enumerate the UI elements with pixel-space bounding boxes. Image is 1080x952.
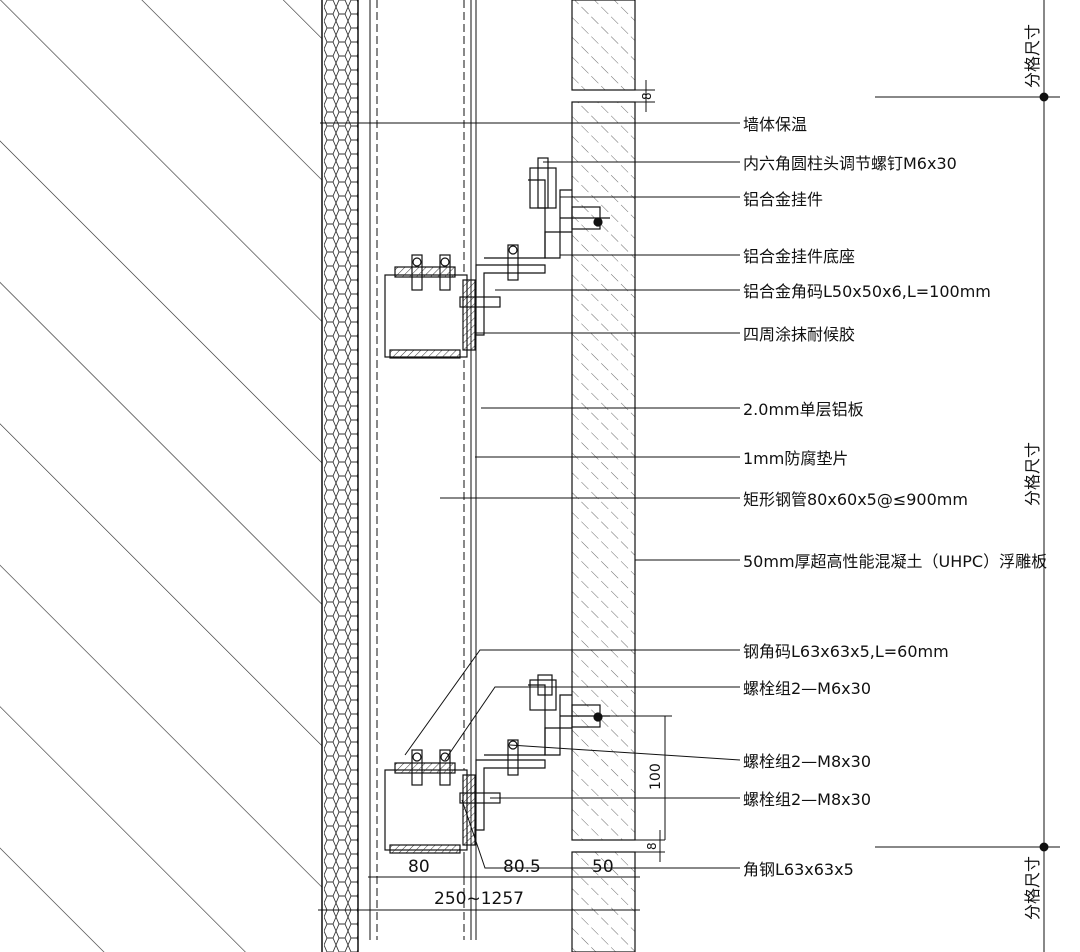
callout-uhpc-panel: 50mm厚超高性能混凝土（UHPC）浮雕板 — [743, 552, 1047, 571]
cavity-lines — [369, 0, 477, 940]
dimension-labels: 分格尺寸 分格尺寸 分格尺寸 8 8 100 80 80.5 50 250~12… — [408, 24, 1042, 920]
callout-al-hanger-base: 铝合金挂件底座 — [743, 247, 855, 266]
upper-bracket-assembly — [384, 157, 610, 359]
callout-wall-insulation: 墙体保温 — [743, 115, 807, 134]
callout-steel-angle-code: 钢角码L63x63x5,L=60mm — [743, 642, 949, 661]
wall-insulation-layer — [324, 0, 359, 952]
panel-gap-dimensions — [572, 80, 672, 862]
leader-lines — [320, 122, 741, 869]
callout-labels: 墙体保温 内六角圆柱头调节螺钉M6x30 铝合金挂件 铝合金挂件底座 铝合金角码… — [743, 115, 1047, 879]
callout-al-panel: 2.0mm单层铝板 — [743, 400, 864, 419]
callout-al-angle: 铝合金角码L50x50x6,L=100mm — [743, 282, 991, 301]
lower-bracket-assembly — [384, 674, 610, 854]
module-label-bottom: 分格尺寸 — [1023, 856, 1042, 920]
module-label-middle: 分格尺寸 — [1023, 442, 1042, 506]
callout-angle-steel: 角钢L63x63x5 — [743, 860, 854, 879]
structural-wall — [0, 0, 323, 952]
dim-8-bottom: 8 — [645, 842, 659, 850]
dim-80-5: 80.5 — [503, 857, 541, 877]
bottom-dimensions — [318, 860, 640, 920]
callout-al-hanger: 铝合金挂件 — [743, 190, 823, 209]
module-label-top: 分格尺寸 — [1023, 24, 1042, 88]
uhpc-panel-section — [571, 0, 636, 952]
dim-80: 80 — [408, 857, 430, 877]
dim-8-top: 8 — [640, 92, 654, 100]
dim-50: 50 — [592, 857, 614, 877]
callout-sealant: 四周涂抹耐候胶 — [743, 325, 855, 344]
module-dimension-line — [875, 0, 1060, 952]
dim-100: 100 — [648, 763, 664, 790]
callout-bolt-m8-a: 螺栓组2—M8x30 — [743, 752, 871, 771]
callout-hex-screw: 内六角圆柱头调节螺钉M6x30 — [743, 154, 957, 173]
dim-250-1257: 250~1257 — [434, 889, 524, 909]
callout-steel-tube: 矩形钢管80x60x5@≤900mm — [743, 490, 968, 509]
callout-bolt-m6: 螺栓组2—M6x30 — [743, 679, 871, 698]
callout-anticorrosion-gasket: 1mm防腐垫片 — [743, 449, 848, 468]
callout-bolt-m8-b: 螺栓组2—M8x30 — [743, 790, 871, 809]
